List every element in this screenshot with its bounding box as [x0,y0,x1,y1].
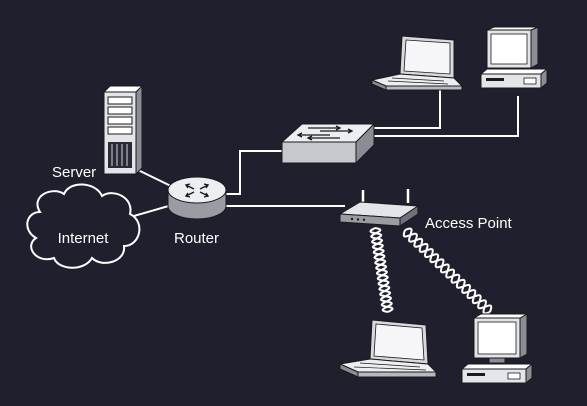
server-icon [102,84,144,176]
desktop-top-node [479,26,549,90]
desktop-bottom-node [460,313,534,385]
link-router-switch [222,150,282,195]
cloud-icon [26,183,141,269]
laptop-bottom-node [338,319,438,378]
wireless-strand-2 [370,227,393,313]
switch-node [280,122,376,165]
access-point-icon [338,189,420,227]
internet-label: Internet [58,230,110,247]
laptop-top-node [370,35,464,91]
router-icon [167,176,227,220]
link-switch-desktop-top [372,96,519,137]
wireless-link-ap-desktop [402,227,493,315]
access-point-label: Access Point [425,215,513,232]
link-switch-laptop-top [368,85,441,129]
laptop-icon [370,35,464,91]
access-point-node: Access Point [338,189,513,232]
laptop-icon [338,319,438,378]
wireless-strand-2 [404,227,491,315]
server-label: Server [52,164,96,181]
internet-node: Internet [26,183,141,269]
desktop-icon [479,26,549,90]
desktop-icon [460,313,534,385]
wireless-link-ap-laptop [369,227,394,313]
server-node: Server [52,84,144,181]
wired-links [119,85,519,221]
router-label: Router [174,230,219,247]
router-node: Router [167,176,227,247]
link-server-router [137,169,176,189]
switch-icon [280,122,376,165]
